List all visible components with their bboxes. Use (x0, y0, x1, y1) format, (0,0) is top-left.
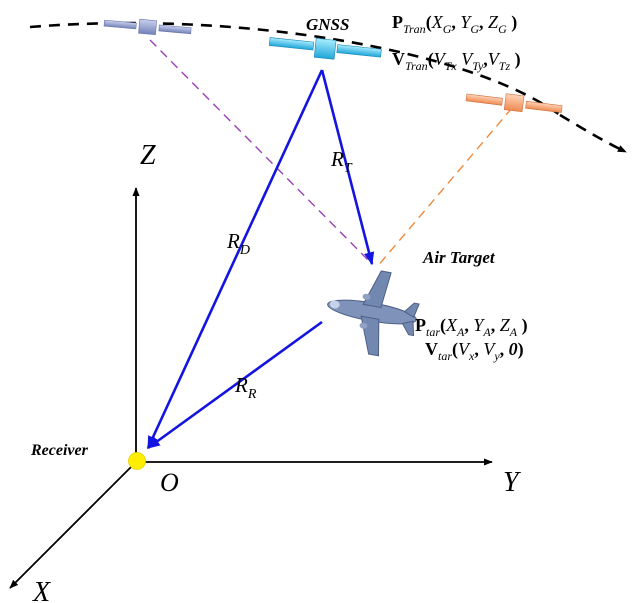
future-satellite-to-target-line (375, 107, 513, 269)
direct-path-arrow (146, 69, 324, 450)
receiver-label: Receiver (30, 442, 89, 459)
transmit-path-arrow (320, 69, 375, 266)
air-target-label: Air Target (422, 248, 496, 267)
target-position-equation: Ptar(XA, YA, ZA ) (415, 315, 528, 339)
range-direct-label: RD (226, 229, 250, 258)
satellite-orbit-path (29, 21, 561, 117)
previous-satellite-to-target-line (149, 39, 373, 265)
transmitter-velocity-equation: VTran(VTx VTy,VTz ) (392, 49, 521, 73)
satellite-future-icon (465, 93, 563, 113)
target-velocity-equation: Vtar(Vx, Vy, 0) (425, 339, 524, 363)
transmitter-position-equation: PTran(XG, YG, ZG ) (392, 12, 517, 36)
receiver-dot (128, 452, 146, 470)
axis-x-label: X (32, 577, 51, 603)
orbit-arrow-segment (559, 113, 627, 154)
gnss-label: GNSS (306, 15, 349, 34)
x-axis (9, 461, 137, 589)
range-transmit-label: RT (330, 147, 353, 176)
aircraft-icon (327, 270, 420, 357)
axis-z-label: Z (140, 140, 156, 171)
range-reflect-label: RR (234, 373, 257, 402)
reflected-path-arrow (146, 320, 323, 450)
gnss-satellite-icon (268, 37, 382, 60)
satellite-previous-icon (103, 18, 192, 35)
axis-y-label: Y (503, 467, 522, 498)
origin-label: O (160, 468, 179, 497)
